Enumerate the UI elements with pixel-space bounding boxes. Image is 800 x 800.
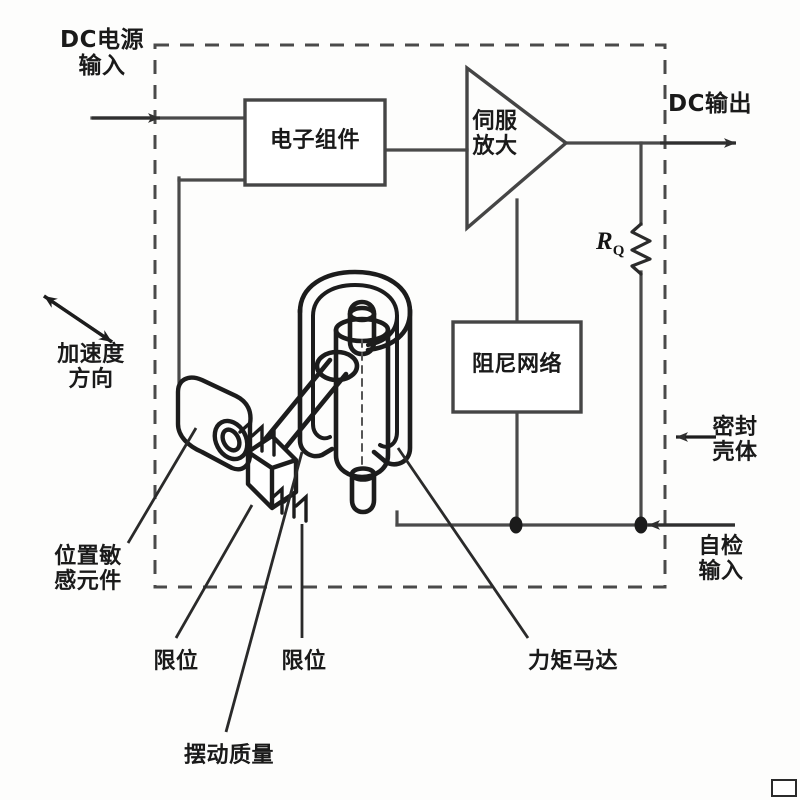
motor-bearing-hub bbox=[314, 349, 360, 383]
label-limit-stop-right: 限位 bbox=[281, 649, 327, 674]
resistor-rq-symbol bbox=[630, 222, 652, 276]
label-position-sensitive-element: 位置敏 感元件 bbox=[54, 544, 122, 594]
label-damping-network: 阻尼网络 bbox=[471, 352, 562, 377]
motor-upper-pivot-pin bbox=[347, 299, 377, 357]
junction-dot-damping bbox=[509, 516, 523, 534]
label-self-test-input: 自检 输入 bbox=[698, 534, 744, 584]
pendulum-arm bbox=[259, 357, 349, 460]
motor-coil-cylinder bbox=[333, 327, 391, 480]
sealed-housing-boundary bbox=[153, 43, 667, 589]
junction-dot-rq bbox=[634, 516, 648, 534]
junction-dots bbox=[509, 516, 648, 534]
motor-outer-ring-outer bbox=[297, 269, 413, 353]
wiring bbox=[90, 116, 735, 527]
label-acceleration-direction: 加速度 方向 bbox=[57, 342, 125, 392]
servo-amplifier-block bbox=[465, 64, 569, 232]
label-sealed-housing: 密封 壳体 bbox=[712, 415, 758, 465]
leader-position-sensor bbox=[126, 427, 198, 544]
leader-pendulous-mass bbox=[224, 451, 304, 733]
motor-lower-pivot-pin bbox=[349, 471, 377, 515]
sensor-aperture-outer bbox=[212, 418, 250, 462]
limit-stop-lower-hatch bbox=[270, 485, 308, 523]
label-limit-stop-left: 限位 bbox=[153, 649, 199, 674]
page-corner-mark bbox=[771, 779, 797, 797]
pendulum-mass-block bbox=[245, 433, 299, 511]
damping-network-block bbox=[451, 320, 583, 414]
label-torque-motor: 力矩马达 bbox=[528, 649, 619, 674]
leader-lines bbox=[126, 427, 530, 733]
motor-outer-shell-left bbox=[297, 307, 335, 459]
motor-ring-gap-left bbox=[311, 314, 332, 441]
label-servo-amplifier: 伺服 放大 bbox=[472, 109, 518, 159]
electronic-assembly-block bbox=[243, 98, 387, 187]
label-resistor-rq: RQ bbox=[596, 228, 624, 260]
motor-ring-gap-right bbox=[378, 314, 399, 449]
leader-limit-left bbox=[174, 504, 254, 639]
resistor-subscript-text: Q bbox=[612, 243, 625, 259]
leader-torque-motor bbox=[396, 447, 530, 639]
resistor-symbol-text: R bbox=[596, 228, 613, 255]
label-pendulous-mass: 摆动质量 bbox=[183, 743, 274, 768]
label-dc-output: DC输出 bbox=[668, 91, 752, 117]
label-electronic-assembly: 电子组件 bbox=[269, 128, 360, 153]
motor-upper-pivot-cap bbox=[347, 305, 377, 323]
sensor-aperture-inner bbox=[220, 427, 242, 453]
position-sensitive-element bbox=[175, 375, 253, 472]
motor-lower-pivot-cap bbox=[349, 466, 377, 482]
io-arrows bbox=[92, 113, 736, 530]
label-dc-power-input: DC电源 输入 bbox=[60, 27, 144, 79]
acceleration-direction-arrow bbox=[43, 294, 113, 344]
